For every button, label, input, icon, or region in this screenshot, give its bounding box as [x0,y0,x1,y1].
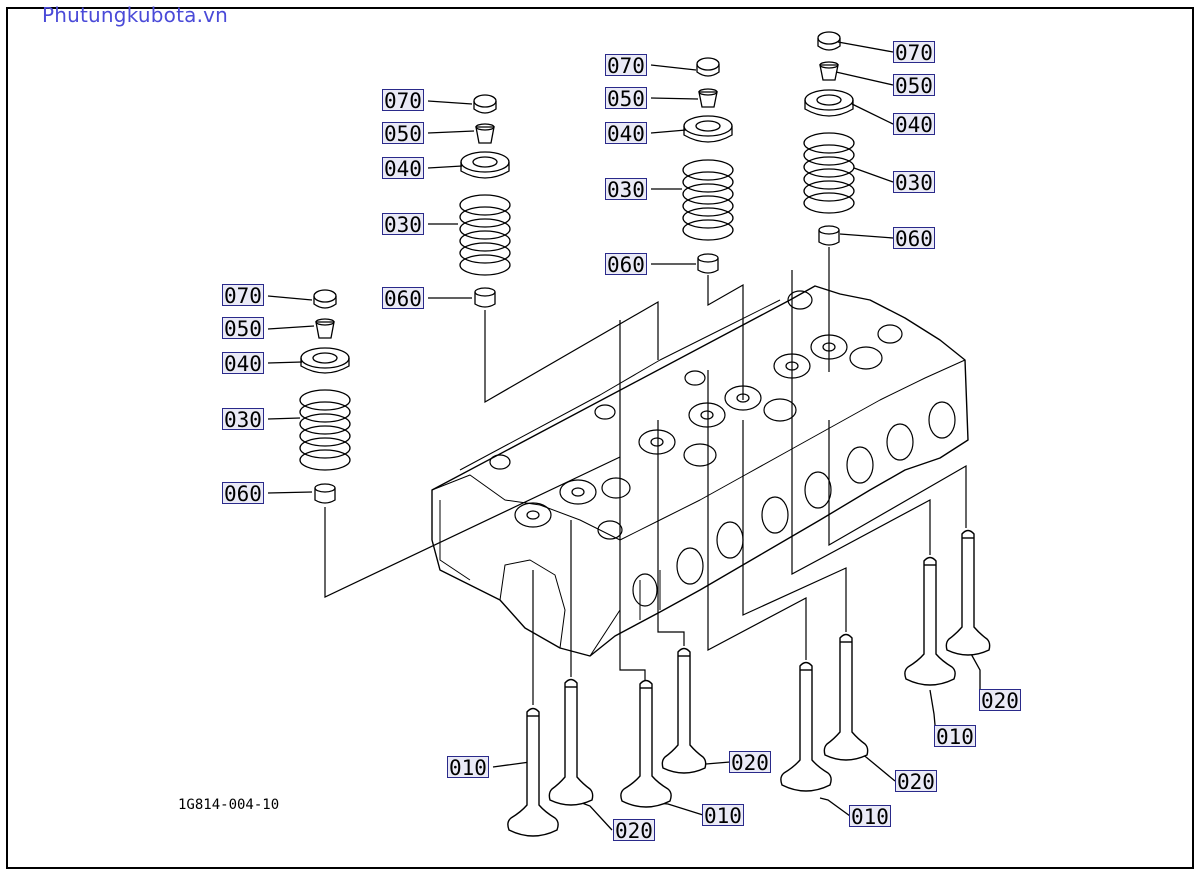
spring-group-2 [459,94,511,308]
callout-020-valve6[interactable]: 020 [895,770,937,794]
callout-020-valve8[interactable]: 020 [979,689,1021,713]
valve-5 [780,661,832,792]
callout-060-group2[interactable]: 060 [382,287,424,311]
spring-group-4 [803,31,855,246]
callout-050-group3[interactable]: 050 [605,87,647,111]
callout-040-group4[interactable]: 040 [893,113,935,137]
callout-030-group3[interactable]: 030 [605,178,647,202]
callout-040-group1[interactable]: 040 [222,352,264,376]
callout-020-valve4[interactable]: 020 [729,751,771,775]
valve-2 [548,678,594,806]
port-holes [489,290,956,607]
callout-010-valve3[interactable]: 010 [702,804,744,828]
valve-6 [823,633,869,761]
callout-070-group4[interactable]: 070 [893,41,935,65]
callout-010-valve1[interactable]: 010 [447,756,489,780]
callout-040-group2[interactable]: 040 [382,157,424,181]
callout-040-group3[interactable]: 040 [605,122,647,146]
callout-030-group1[interactable]: 030 [222,408,264,432]
valve-4 [661,647,707,774]
callout-050-group2[interactable]: 050 [382,122,424,146]
spring-group-1 [299,289,351,504]
valve-3 [620,679,672,808]
valve-8 [945,529,991,656]
drawing-code: 1G814-004-10 [178,797,280,813]
assembly-chain-lines [324,247,967,705]
valve-spring-groups [299,31,855,504]
callout-060-group1[interactable]: 060 [222,482,264,506]
spring-group-3 [682,57,734,274]
callout-030-group4[interactable]: 030 [893,171,935,195]
callout-010-valve5[interactable]: 010 [849,805,891,829]
valves [507,529,991,837]
callout-070-group3[interactable]: 070 [605,54,647,78]
leader-lines [267,41,981,831]
callout-070-group1[interactable]: 070 [222,284,264,308]
drawing-frame [6,7,1194,869]
callout-030-group2[interactable]: 030 [382,213,424,237]
callout-070-group2[interactable]: 070 [382,89,424,113]
callout-010-valve7[interactable]: 010 [934,725,976,749]
cylinder-head [431,285,969,657]
callout-050-group4[interactable]: 050 [893,74,935,98]
valve-7 [904,556,956,686]
callout-050-group1[interactable]: 050 [222,317,264,341]
valve-1 [507,707,559,837]
callout-020-valve2[interactable]: 020 [613,819,655,843]
watermark: Phutungkubota.vn [42,3,229,27]
callout-060-group3[interactable]: 060 [605,253,647,277]
callout-060-group4[interactable]: 060 [893,227,935,251]
